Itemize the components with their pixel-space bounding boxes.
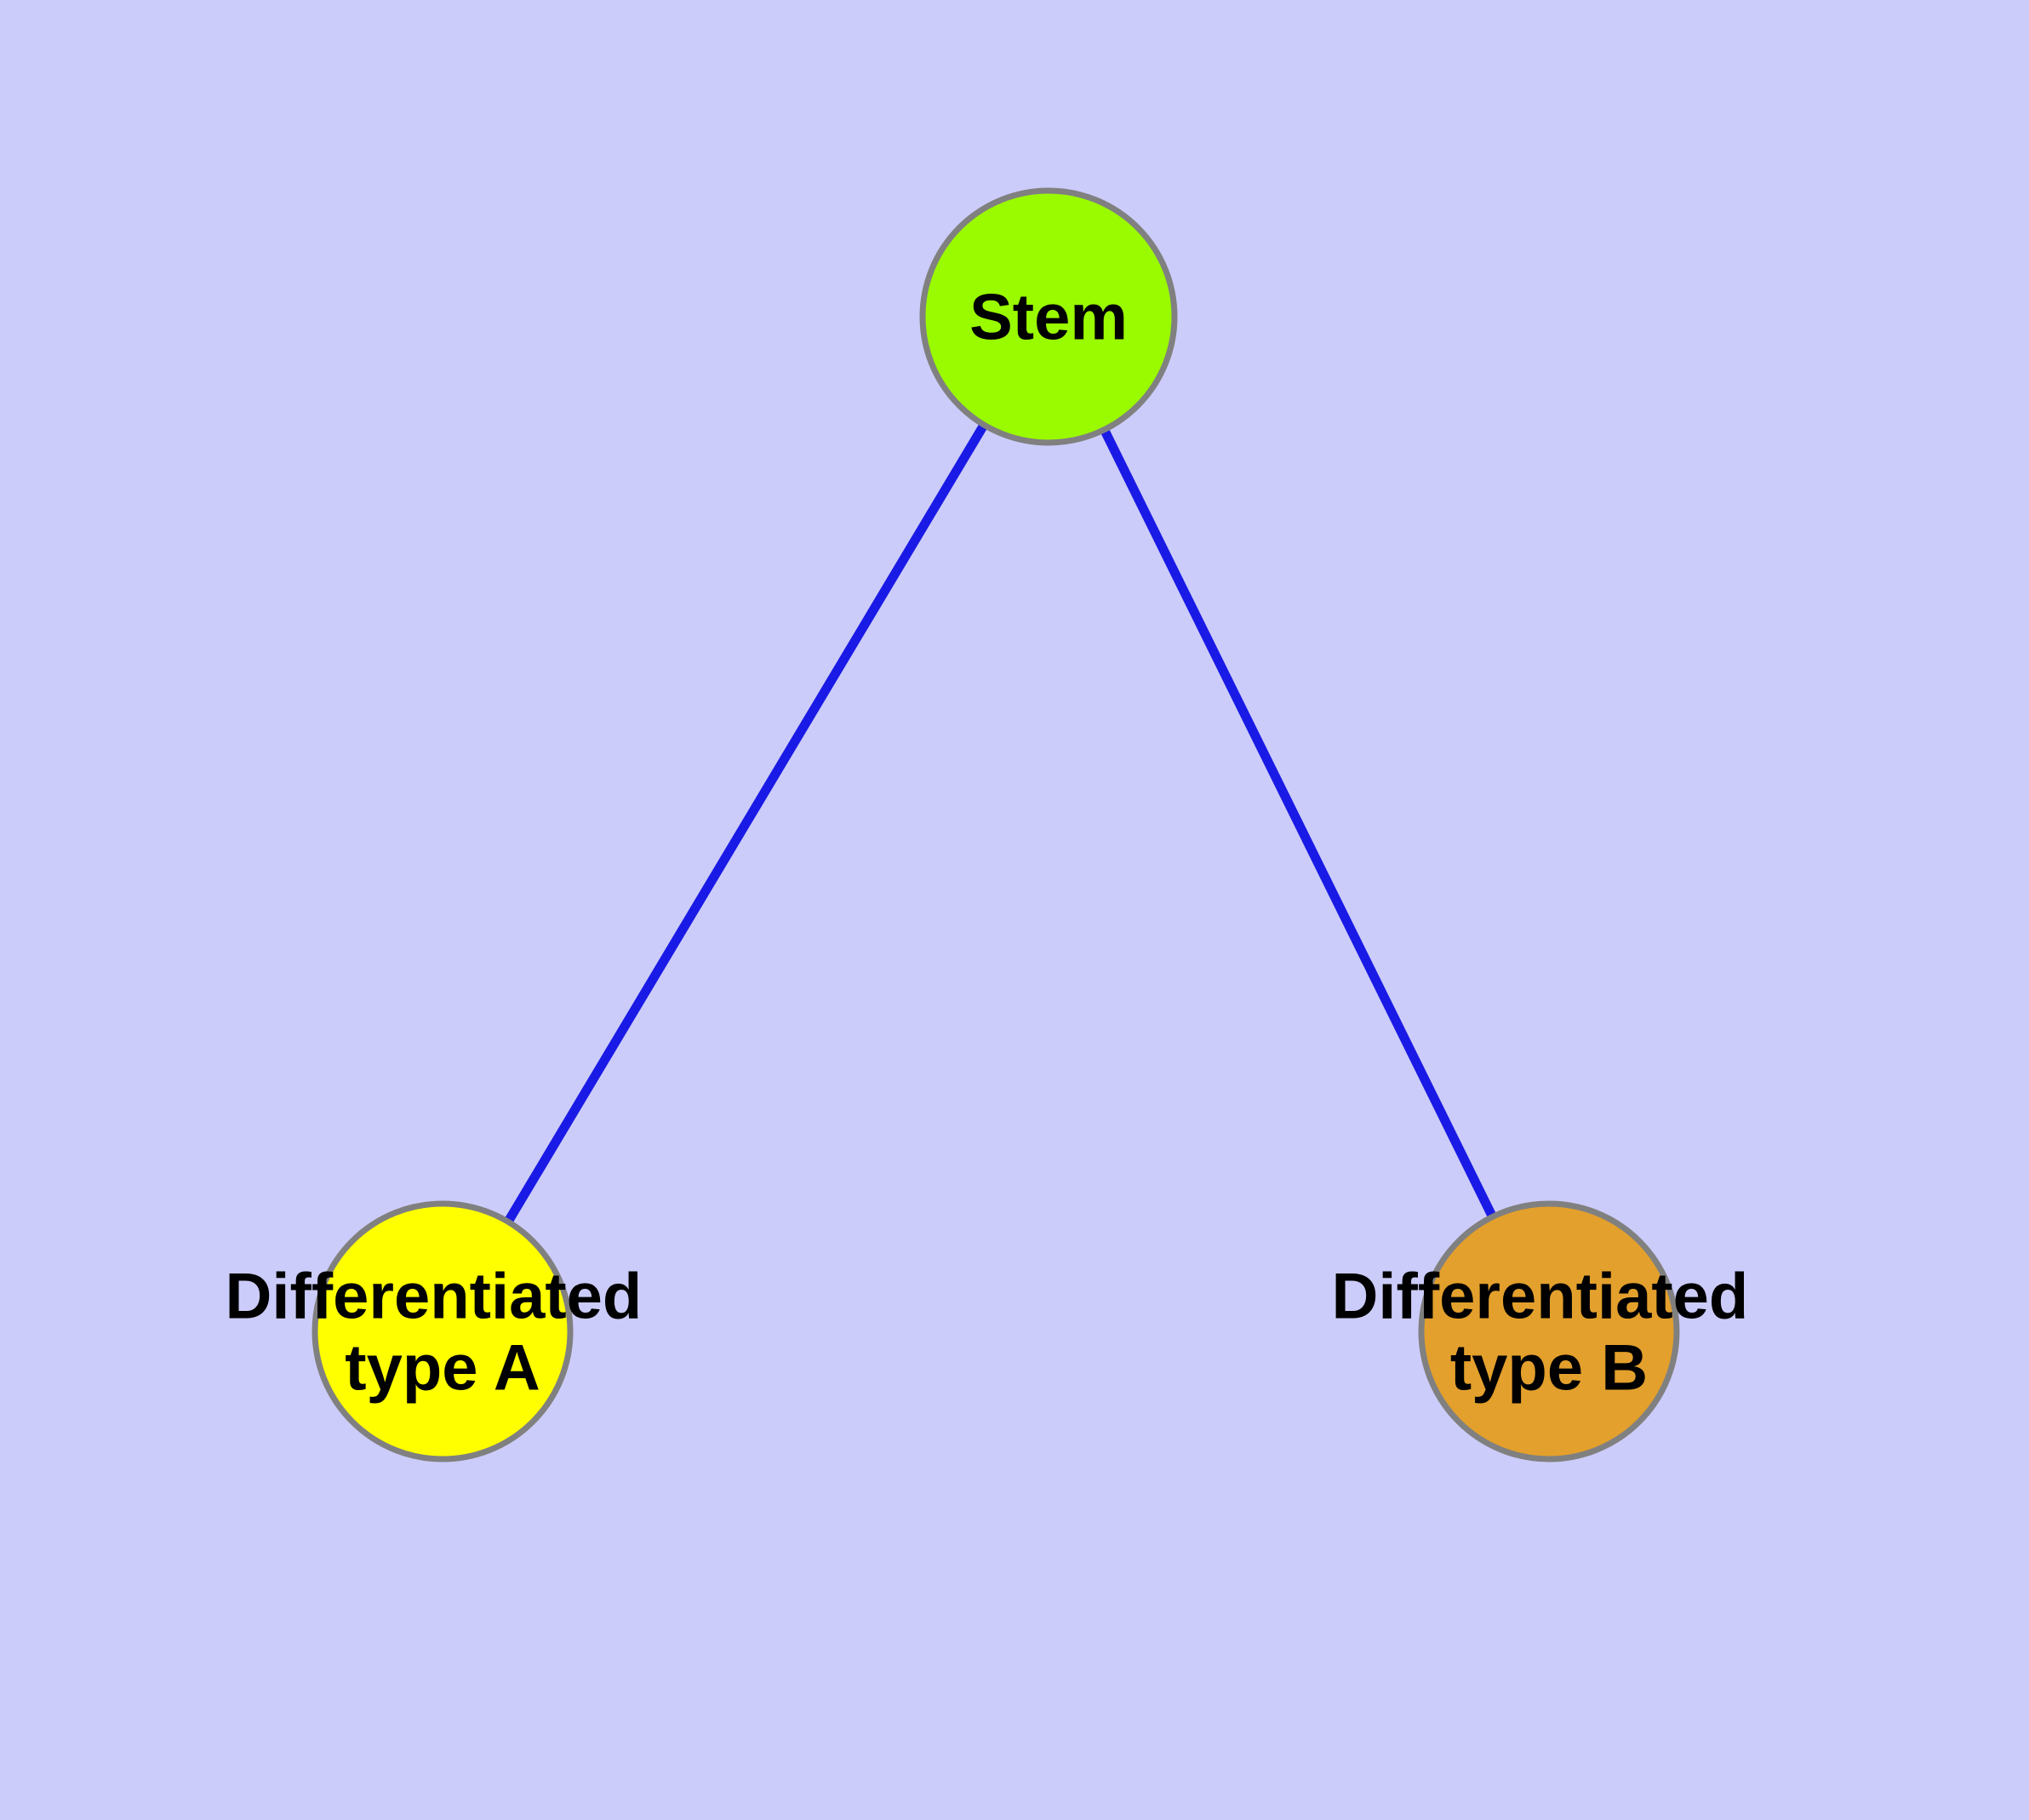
node-diff-a[interactable] (311, 1200, 574, 1462)
node-stem-label: Stem (969, 282, 1128, 354)
node-diff-b-label-line-1: Differentiated (1332, 1261, 1749, 1333)
nodes-layer: Stem Differentiated type A Differentiate… (226, 187, 1767, 1462)
node-diff-b-circle[interactable] (1418, 1200, 1680, 1462)
node-diff-a-label-line-1: Differentiated (226, 1261, 643, 1333)
node-diff-b[interactable] (1418, 1200, 1680, 1462)
edge-stem-to-diff-a[interactable] (438, 314, 1053, 1334)
node-diff-a-label: Differentiated type A (226, 1261, 660, 1405)
node-diff-b-label: Differentiated type B (1332, 1261, 1767, 1405)
node-stem[interactable]: Stem (919, 187, 1178, 446)
node-stem-circle[interactable] (919, 187, 1178, 446)
node-stem-label-line-1: Stem (969, 282, 1128, 354)
edge-stem-to-diff-b[interactable] (1044, 314, 1553, 1334)
node-diff-a-circle[interactable] (311, 1200, 574, 1462)
node-diff-a-label-line-2: type A (345, 1332, 540, 1405)
edges-layer (438, 314, 1553, 1334)
node-diff-b-label-line-2: type B (1450, 1332, 1648, 1405)
